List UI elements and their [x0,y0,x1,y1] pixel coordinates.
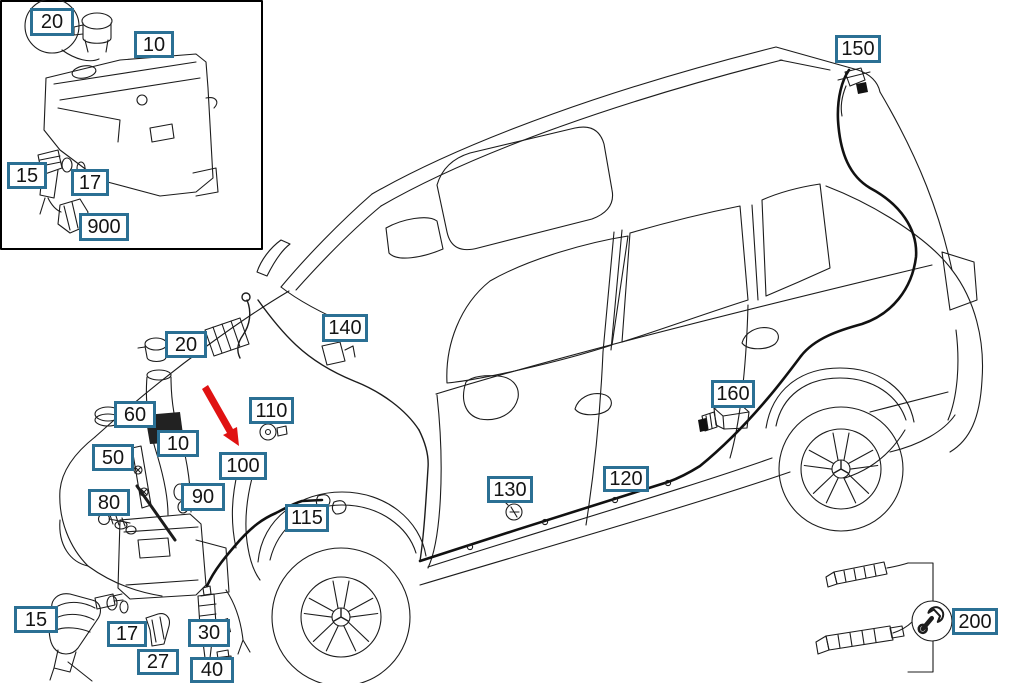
callout-main-15[interactable]: 15 [14,606,58,633]
callout-main-90[interactable]: 90 [181,483,225,511]
callout-main-10[interactable]: 10 [157,430,199,457]
callout-main-130[interactable]: 130 [487,476,533,503]
callout-main-40[interactable]: 40 [190,657,234,683]
callout-inset-20[interactable]: 20 [30,8,74,36]
callout-main-200[interactable]: 200 [952,608,998,635]
wrench-icon [917,606,945,635]
callout-main-30[interactable]: 30 [188,619,230,647]
callout-inset-10[interactable]: 10 [134,31,174,58]
callout-main-50[interactable]: 50 [92,444,134,471]
cowl-hose [237,292,429,562]
callout-main-120[interactable]: 120 [603,466,649,492]
callout-main-115[interactable]: 115 [285,504,329,532]
callout-main-140[interactable]: 140 [322,314,368,342]
callout-main-60[interactable]: 60 [114,401,156,428]
callout-main-80[interactable]: 80 [88,489,130,516]
small-parts [259,59,871,521]
callout-main-100[interactable]: 100 [219,452,267,480]
callout-main-110[interactable]: 110 [249,397,294,424]
rear-wheel [765,367,915,532]
inset-elbow-900 [47,197,89,234]
callout-main-17[interactable]: 17 [107,621,147,647]
callout-inset-900[interactable]: 900 [79,213,129,241]
callout-inset-17[interactable]: 17 [71,169,109,196]
callout-main-160[interactable]: 160 [711,380,755,408]
hose-clips [466,479,672,551]
inset-reservoir-tank [43,53,219,197]
callout-main-150[interactable]: 150 [835,35,881,63]
callout-inset-15[interactable]: 15 [7,162,47,189]
callout-main-20[interactable]: 20 [165,331,207,358]
front-wheel [257,491,427,683]
inset-reservoir-cap [73,12,113,53]
washer-nozzles-group [815,561,953,673]
callout-main-27[interactable]: 27 [137,649,179,675]
